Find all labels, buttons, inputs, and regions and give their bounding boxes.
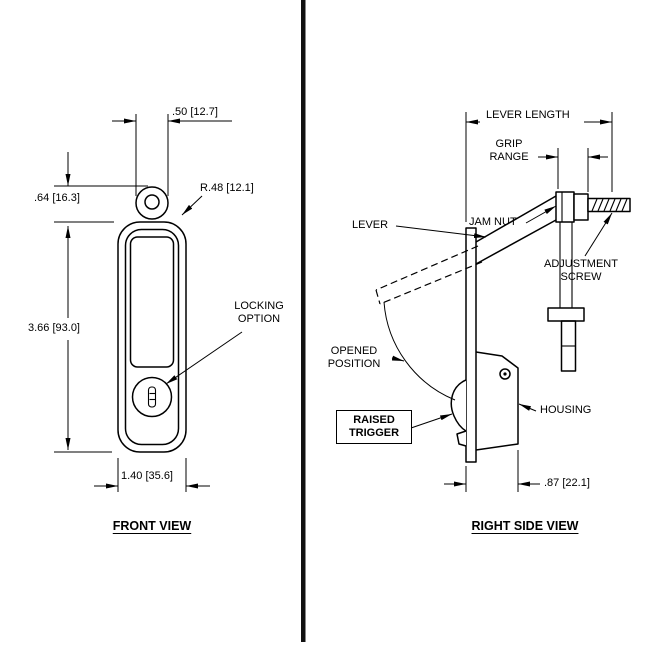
opened-lever-phantom-line — [375, 245, 479, 291]
dim-body-height-label: 3.66 [93.0] — [28, 322, 80, 334]
housing-leader-line — [518, 403, 537, 412]
panel-outline — [129, 236, 175, 368]
adjustment-screw-leader-line — [584, 212, 613, 257]
dim-tab-height-label: .64 [16.3] — [34, 192, 80, 204]
jam-nut-label: JAM NUT — [469, 216, 517, 228]
view-divider — [301, 0, 306, 642]
screw-thread — [615, 198, 622, 212]
front-view-dimensions — [54, 114, 243, 492]
radius-leader-line — [181, 195, 203, 216]
lever-arm-top — [475, 195, 557, 243]
dim-tab-width-label: .50 [12.7] — [172, 106, 218, 118]
front-view-drawing — [117, 186, 187, 453]
locking-option-leader-line — [165, 331, 243, 385]
trigger-lower-edge — [456, 430, 467, 447]
dim-radius-label: R.48 [12.1] — [200, 182, 254, 194]
side-view-drawing — [375, 191, 631, 463]
dim-body-width-label: 1.40 [35.6] — [121, 470, 173, 482]
lever-swing-arc — [383, 301, 456, 401]
mount-tab-hole — [144, 194, 160, 210]
screw-thread — [597, 198, 604, 212]
screw-thread — [591, 198, 598, 212]
locking-option-label: LOCKING OPTION — [234, 300, 284, 325]
mounting-panel — [465, 227, 477, 463]
lock-cylinder — [131, 376, 173, 418]
housing-screw — [499, 368, 511, 380]
housing-label: HOUSING — [540, 404, 592, 416]
bezel-outline — [124, 228, 180, 446]
opened-lever-phantom-cap — [375, 289, 381, 305]
screw-thread — [609, 198, 616, 212]
raised-trigger-label: RAISED TRIGGER — [336, 410, 412, 444]
housing-screw-center — [503, 372, 507, 376]
jam-nut-shape — [573, 193, 589, 221]
lever-end-block — [555, 191, 575, 223]
side-view-dimensions — [391, 112, 613, 492]
lever-label: LEVER — [352, 219, 389, 231]
key-slot — [147, 386, 157, 408]
opened-position-leader-line — [391, 355, 405, 362]
opened-lever-phantom-line — [379, 261, 483, 305]
jam-nut-leader-line — [525, 205, 557, 224]
lever-arm-bottom — [475, 219, 557, 265]
lever-leader-line — [395, 225, 487, 239]
dim-lever-length-label: LEVER LENGTH — [486, 109, 570, 121]
dim-grip-range-label: GRIP RANGE — [489, 138, 529, 163]
raised-trigger-leader-line — [410, 413, 453, 429]
raised-trigger-bump — [450, 379, 467, 432]
dim-depth-label: .87 [22.1] — [544, 477, 590, 489]
latch-body-outline — [117, 221, 187, 453]
housing-outline — [475, 351, 519, 451]
front-view-title: FRONT VIEW — [112, 519, 192, 533]
opened-position-label: OPENED POSITION — [327, 345, 381, 370]
right-side-view-title: RIGHT SIDE VIEW — [471, 519, 579, 533]
pawl-crossbar — [547, 307, 585, 322]
adjustment-screw-label: ADJUSTMENT SCREW — [544, 258, 618, 283]
screw-thread — [621, 198, 628, 212]
screw-thread — [603, 198, 610, 212]
